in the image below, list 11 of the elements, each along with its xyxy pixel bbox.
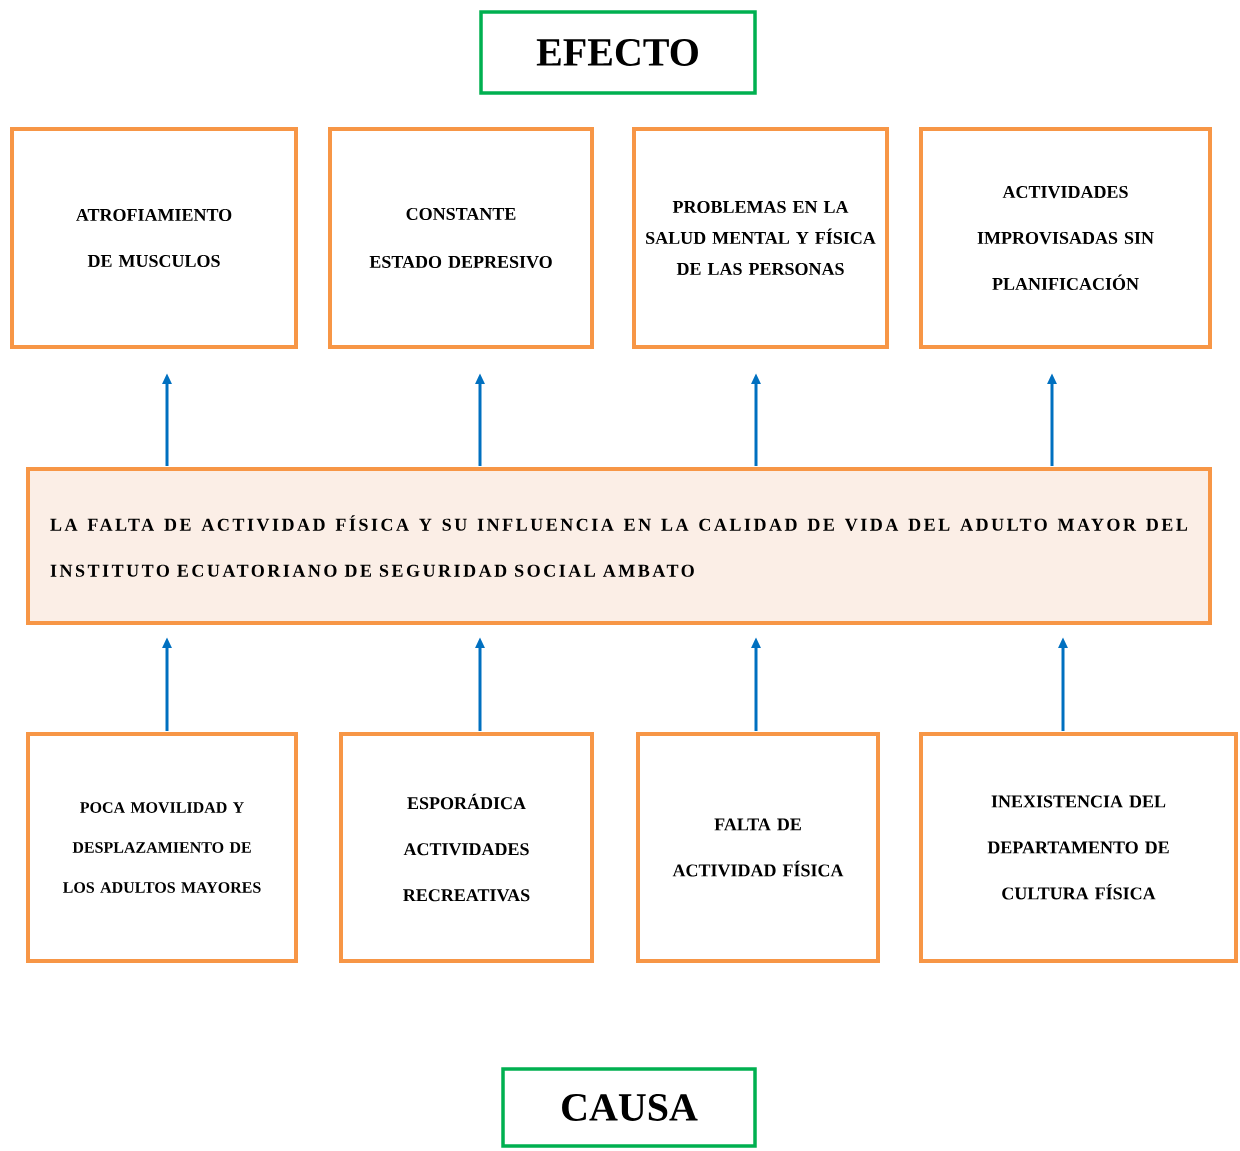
heading-box: CAUSA (501, 1067, 757, 1148)
cause-box: INEXISTENCIA DEL DEPARTAMENTO DE CULTURA FÍSICA (919, 732, 1238, 963)
problem-box: LA FALTA DE ACTIVIDAD FÍSICA Y SU INFLUENCIA EN LA CALIDAD DE VIDA DEL ADULTO MAYOR DEL INSTITUTO ECUATORIANO DE SEGURIDAD SOCIAL AMBATO (26, 467, 1212, 625)
effect-box: ATROFIAMIENTO DE MUSCULOS (10, 127, 298, 349)
effect-box: ACTIVIDADES IMPROVISADAS SIN PLANIFICACIÓN (919, 127, 1212, 349)
cause-box: POCA MOVILIDAD Y DESPLAZAMIENTO DE LOS ADULTOS MAYORES (26, 732, 298, 963)
cause-box: FALTA DE ACTIVIDAD FÍSICA (636, 732, 880, 963)
heading-box: EFECTO (479, 10, 757, 95)
effect-box: PROBLEMAS EN LA SALUD MENTAL Y FÍSICA DE LAS PERSONAS (632, 127, 889, 349)
cause-box: ESPORÁDICA ACTIVIDADES RECREATIVAS (339, 732, 594, 963)
effect-box: CONSTANTE ESTADO DEPRESIVO (328, 127, 594, 349)
